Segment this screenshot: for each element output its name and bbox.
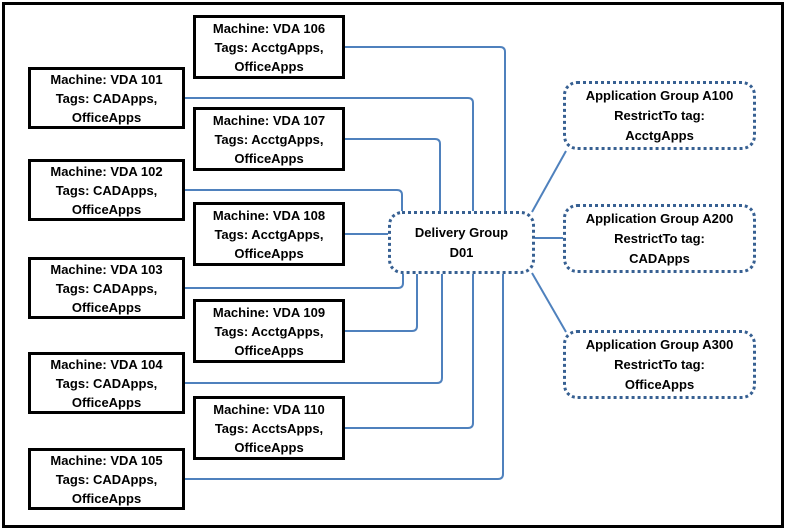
machine-box-vda-109: Machine: VDA 109 Tags: AcctgApps, Office… — [193, 299, 345, 363]
application-group-restrict-label: RestrictTo tag: — [614, 356, 705, 372]
machine-tags-line2: OfficeApps — [234, 150, 304, 166]
connector-vda103-dg — [185, 273, 404, 289]
machine-tags-line1: Tags: AcctsApps, — [214, 420, 324, 436]
machine-title: Machine: VDA 105 — [50, 452, 163, 468]
machine-box-vda-106: Machine: VDA 106 Tags: AcctgApps, Office… — [193, 15, 345, 79]
machine-tags-line2: OfficeApps — [71, 394, 142, 410]
machine-tags-line2: OfficeApps — [71, 490, 142, 506]
connector-vda107-dg — [345, 138, 441, 212]
connector-vda104-dg — [185, 273, 443, 384]
machine-box-vda-101: Machine: VDA 101 Tags: CADApps, OfficeAp… — [28, 67, 185, 129]
application-group-box-a300: Application Group A300 RestrictTo tag: O… — [563, 330, 756, 399]
delivery-group-id: D01 — [449, 244, 474, 260]
machine-tags-line1: Tags: AcctgApps, — [214, 226, 324, 242]
machine-tags-line2: OfficeApps — [234, 439, 304, 455]
connector-vda102-dg — [185, 189, 403, 212]
machine-tags-line1: Tags: CADApps, — [55, 182, 158, 198]
machine-box-vda-110: Machine: VDA 110 Tags: AcctsApps, Office… — [193, 396, 345, 460]
application-group-tag: AcctgApps — [625, 127, 694, 143]
machine-title: Machine: VDA 103 — [50, 261, 163, 277]
machine-box-vda-105: Machine: VDA 105 Tags: CADApps, OfficeAp… — [28, 448, 185, 510]
machine-box-vda-107: Machine: VDA 107 Tags: AcctgApps, Office… — [193, 107, 345, 171]
machine-tags-line1: Tags: CADApps, — [55, 471, 158, 487]
machine-title: Machine: VDA 109 — [212, 304, 326, 320]
delivery-group-name: Delivery Group — [414, 224, 509, 240]
application-group-box-a200: Application Group A200 RestrictTo tag: C… — [563, 204, 756, 273]
machine-title: Machine: VDA 107 — [212, 112, 326, 128]
machine-tags-line2: OfficeApps — [234, 245, 304, 261]
machine-tags-line2: OfficeApps — [71, 201, 142, 217]
application-group-title: Application Group A200 — [585, 210, 734, 226]
machine-title: Machine: VDA 101 — [50, 71, 163, 87]
machine-tags-line1: Tags: AcctgApps, — [214, 131, 324, 147]
machine-tags-line2: OfficeApps — [71, 299, 142, 315]
application-group-box-a100: Application Group A100 RestrictTo tag: A… — [563, 81, 756, 150]
machine-title: Machine: VDA 108 — [212, 207, 326, 223]
machine-tags-line2: OfficeApps — [71, 109, 142, 125]
delivery-group-box: Delivery Group D01 — [388, 211, 535, 274]
machine-title: Machine: VDA 106 — [212, 20, 326, 36]
machine-tags-line2: OfficeApps — [234, 58, 304, 74]
connector-dg-a300 — [531, 272, 567, 333]
machine-title: Machine: VDA 110 — [213, 401, 325, 417]
machine-box-vda-102: Machine: VDA 102 Tags: CADApps, OfficeAp… — [28, 159, 185, 221]
machine-tags-line1: Tags: AcctgApps, — [214, 39, 324, 55]
machine-tags-line2: OfficeApps — [234, 342, 304, 358]
application-group-title: Application Group A300 — [585, 336, 734, 352]
application-group-restrict-label: RestrictTo tag: — [614, 230, 705, 246]
machine-tags-line1: Tags: CADApps, — [55, 280, 158, 296]
connector-vda105-dg — [185, 273, 504, 480]
machine-tags-line1: Tags: CADApps, — [55, 375, 158, 391]
connector-vda101-dg — [185, 97, 474, 212]
application-group-title: Application Group A100 — [585, 87, 734, 103]
connector-vda110-dg — [345, 273, 474, 429]
connector-vda109-dg — [345, 273, 418, 332]
machine-box-vda-103: Machine: VDA 103 Tags: CADApps, OfficeAp… — [28, 257, 185, 319]
machine-box-vda-104: Machine: VDA 104 Tags: CADApps, OfficeAp… — [28, 352, 185, 414]
connector-vda106-dg — [345, 46, 506, 212]
machine-title: Machine: VDA 102 — [50, 163, 163, 179]
machine-tags-line1: Tags: CADApps, — [55, 90, 158, 106]
machine-title: Machine: VDA 104 — [50, 356, 163, 372]
application-group-tag: CADApps — [629, 250, 690, 266]
machine-tags-line1: Tags: AcctgApps, — [214, 323, 324, 339]
machine-box-vda-108: Machine: VDA 108 Tags: AcctgApps, Office… — [193, 202, 345, 266]
application-group-tag: OfficeApps — [624, 376, 695, 392]
application-group-restrict-label: RestrictTo tag: — [614, 107, 705, 123]
connector-dg-a100 — [531, 150, 567, 213]
